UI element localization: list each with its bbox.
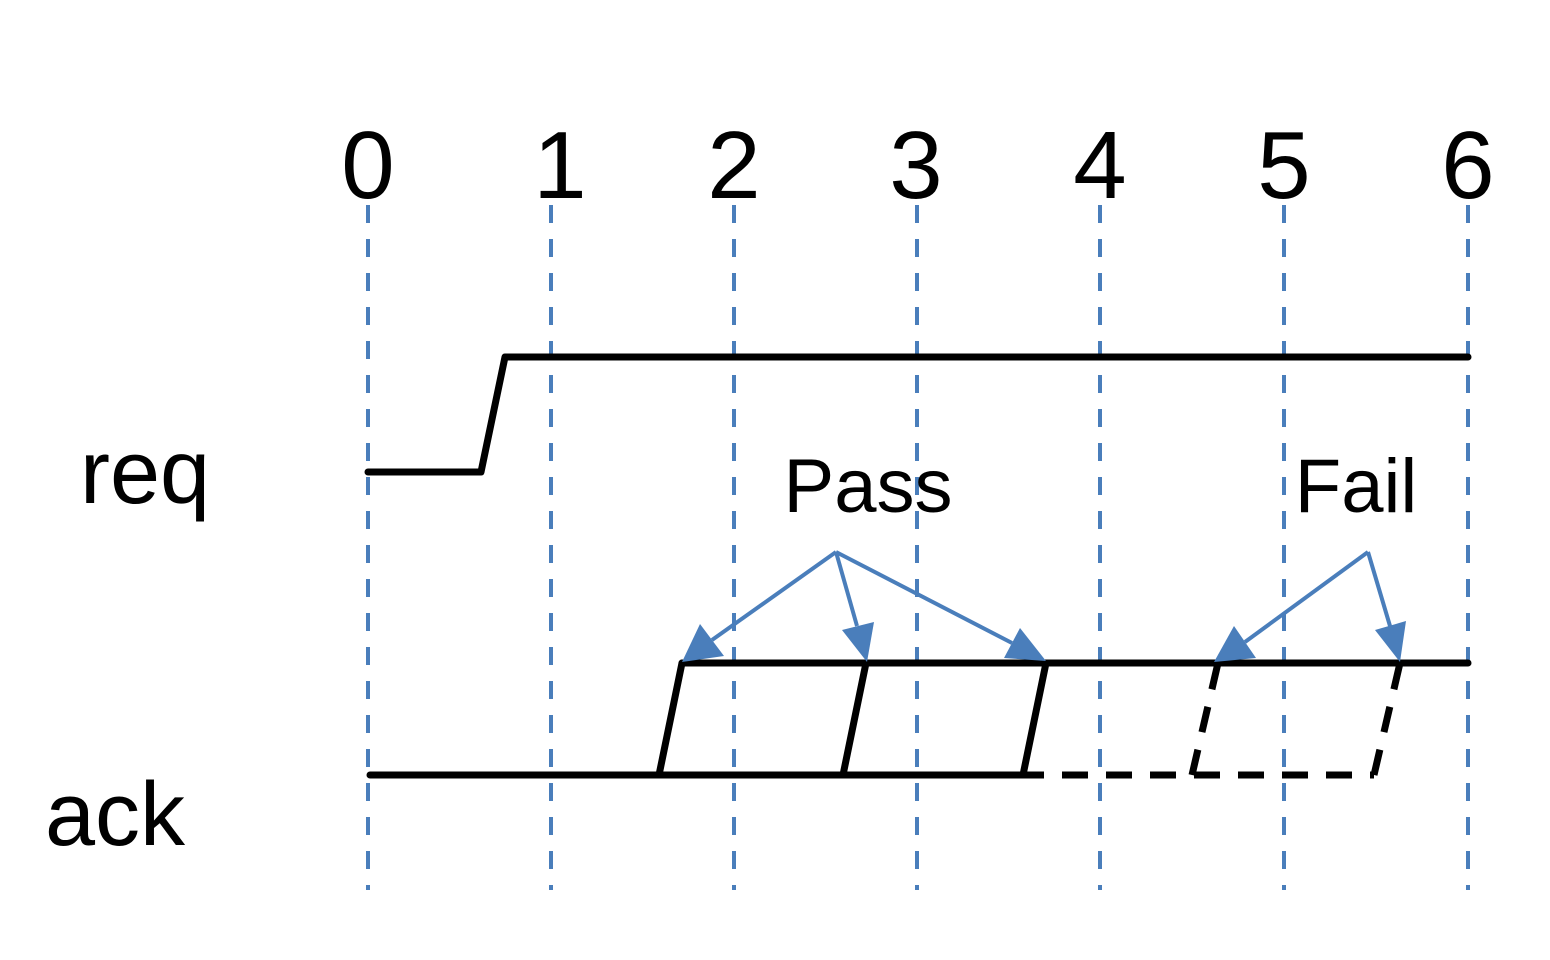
ack-rising-edge-fail-2 (1370, 662, 1404, 776)
tick-label-1: 1 (533, 112, 586, 219)
annotation-fail: Fail (1295, 444, 1417, 529)
annotation-pass: Pass (784, 444, 953, 529)
tick-label-4: 4 (1073, 112, 1126, 219)
pass-arrowhead-1 (682, 624, 724, 662)
ack-rising-edge-pass-1 (655, 659, 686, 779)
fail-arrowhead-2 (1375, 621, 1406, 662)
signal-label-req: req (80, 423, 210, 523)
pass-arrowhead-2 (842, 622, 874, 662)
fail-arrow-2 (1366, 551, 1392, 627)
pass-arrow-3 (835, 550, 1013, 645)
fail-arrowhead-1 (1214, 626, 1256, 662)
fail-arrow-1 (1243, 550, 1370, 644)
tick-label-2: 2 (707, 112, 760, 219)
pass-arrow-1 (710, 550, 838, 642)
tick-labels: 0 1 2 3 4 5 6 (341, 112, 1494, 219)
tick-label-3: 3 (889, 112, 942, 219)
pass-arrowhead-3 (1004, 628, 1046, 661)
pass-arrow-2 (834, 551, 859, 627)
signal-label-ack: ack (45, 765, 186, 865)
tick-label-0: 0 (341, 112, 394, 219)
ack-rising-edge-fail-1 (1188, 662, 1222, 776)
fail-arrows (1214, 550, 1406, 662)
pass-arrows (682, 550, 1046, 662)
gridlines (366, 205, 1470, 890)
tick-label-5: 5 (1257, 112, 1310, 219)
ack-rising-edge-pass-2 (839, 659, 870, 779)
req-waveform (364, 353, 1472, 476)
tick-label-6: 6 (1441, 112, 1494, 219)
ack-rising-edge-pass-3 (1019, 659, 1050, 779)
